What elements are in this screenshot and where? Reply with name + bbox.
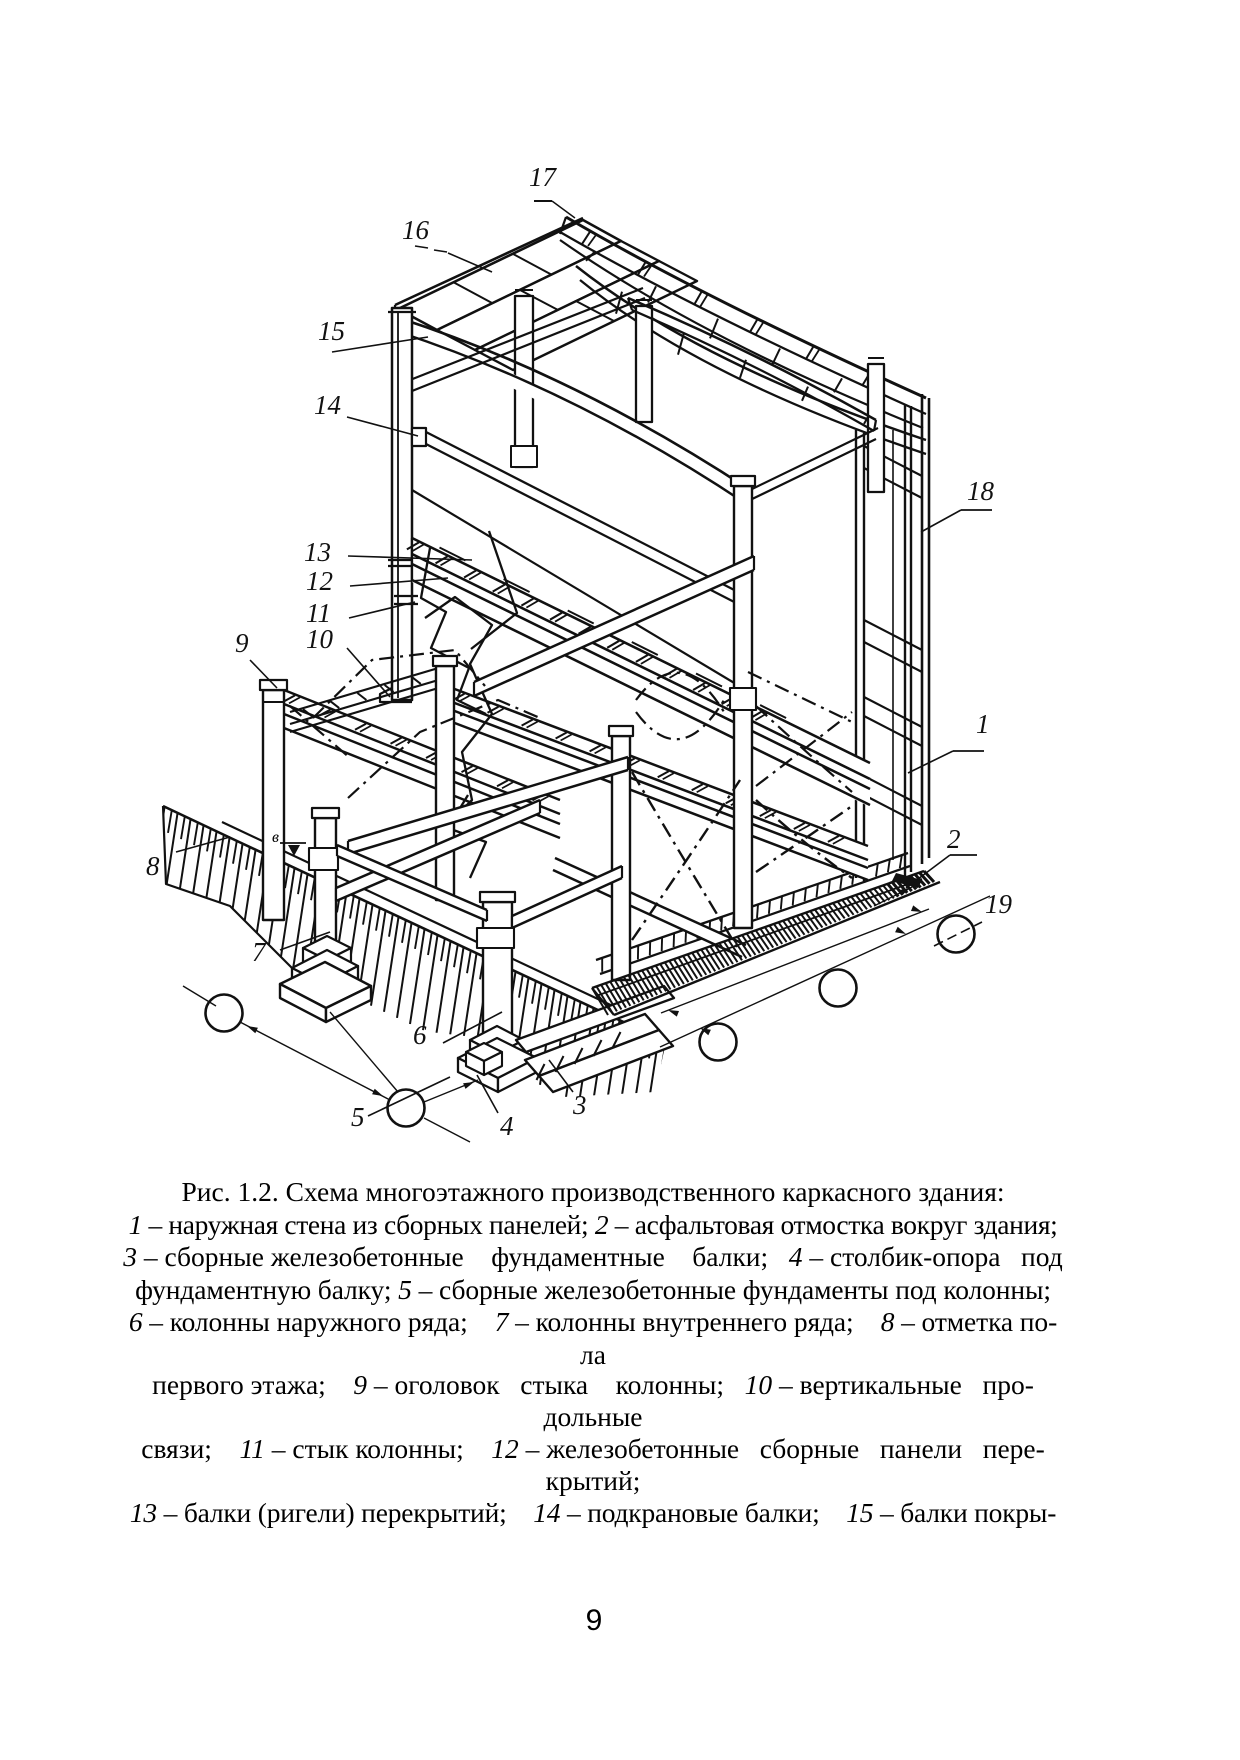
- svg-text:2: 2: [947, 824, 961, 854]
- svg-text:6 – колонны наружного ряда;: 6 – колонны наружного ряда; 7 – колонны …: [129, 1306, 1057, 1337]
- svg-text:13: 13: [304, 537, 331, 567]
- svg-text:17: 17: [529, 162, 558, 192]
- svg-text:10: 10: [306, 624, 334, 654]
- svg-text:13 – балки (ригели) перекрытий: 13 – балки (ригели) перекрытий; 14 – под…: [130, 1497, 1056, 1528]
- svg-text:15: 15: [318, 316, 345, 346]
- svg-text:4: 4: [500, 1111, 514, 1141]
- svg-text:связи; 11 – стык колонны;: связи; 11 – стык колонны; 12 – железобет…: [141, 1433, 1045, 1464]
- svg-text:первого этажа; 9 – оголовок: первого этажа; 9 – оголовок стыка колонн…: [152, 1369, 1034, 1400]
- svg-text:19: 19: [985, 889, 1013, 919]
- svg-text:1: 1: [976, 709, 990, 739]
- svg-text:3 – сборные железобетонные: 3 – сборные железобетонные фундаментные …: [122, 1241, 1062, 1272]
- svg-text:1 – наружная стена из сборных: 1 – наружная стена из сборных панелей; 2…: [129, 1209, 1058, 1240]
- svg-text:9: 9: [235, 628, 249, 658]
- svg-text:фундаментную балку; 5 – сборны: фундаментную балку; 5 – сборные железобе…: [135, 1274, 1051, 1305]
- svg-text:5: 5: [351, 1102, 365, 1132]
- svg-text:6: 6: [413, 1020, 427, 1050]
- svg-text:ла: ла: [580, 1339, 606, 1370]
- svg-text:12: 12: [306, 566, 333, 596]
- svg-text:18: 18: [967, 476, 995, 506]
- svg-text:14: 14: [314, 390, 341, 420]
- svg-text:9: 9: [586, 1604, 603, 1637]
- svg-text:Рис. 1.2. Схема многоэтажного: Рис. 1.2. Схема многоэтажного производст…: [181, 1176, 1004, 1207]
- svg-text:дольные: дольные: [543, 1401, 642, 1432]
- svg-text:крытий;: крытий;: [546, 1465, 641, 1496]
- svg-text:7: 7: [252, 937, 267, 967]
- svg-text:16: 16: [402, 215, 430, 245]
- svg-text:в: в: [272, 829, 279, 846]
- svg-text:3: 3: [572, 1090, 587, 1120]
- svg-text:8: 8: [146, 851, 160, 881]
